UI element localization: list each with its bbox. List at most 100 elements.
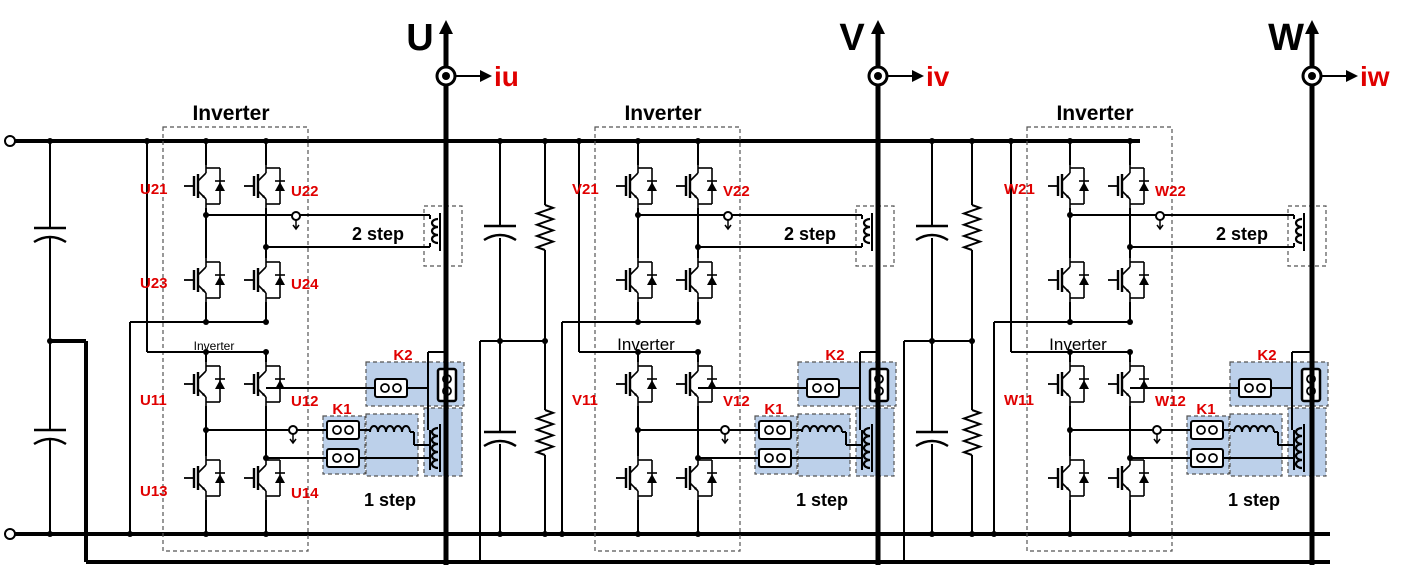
bank-capacitor [915, 430, 949, 448]
switch-label: U21 [140, 181, 168, 198]
inverter-label: Inverter [624, 102, 701, 125]
junction-dot [1067, 531, 1073, 537]
relay-k2 [806, 378, 840, 398]
bank-resistor [533, 204, 557, 251]
current-sensor-icon [1155, 211, 1165, 231]
junction-dot [497, 138, 503, 144]
relay-k1-b [1190, 448, 1224, 468]
current-sensor-icon [1152, 425, 1162, 445]
bank-resistor [533, 409, 557, 456]
junction-dot [1067, 138, 1073, 144]
igbt-switch [182, 454, 227, 502]
phase-name: V [839, 17, 865, 59]
igbt-switch [242, 360, 287, 408]
igbt-switch [242, 454, 287, 502]
relay-k1-a [1190, 420, 1224, 440]
relay-k2-label: K2 [825, 347, 844, 364]
inverter-enclosure [162, 126, 309, 552]
rc-bank-vw [903, 138, 984, 562]
igbt-switch [674, 162, 719, 210]
switch-label: U13 [140, 483, 168, 500]
switch-label: V12 [723, 393, 750, 410]
step1-label: 1 step [364, 490, 416, 510]
current-arrow-icon [480, 70, 492, 82]
igbt-switch [614, 360, 659, 408]
junction-dot [695, 138, 701, 144]
junction-dot [635, 531, 641, 537]
step2-primary-coil [862, 217, 871, 245]
igbt-switch [674, 360, 719, 408]
junction-dot [1127, 349, 1133, 355]
step2-label: 2 step [1216, 224, 1268, 244]
inverter-enclosure [594, 126, 741, 552]
relay-k1-b [758, 448, 792, 468]
phase-current-label: iw [1360, 61, 1390, 92]
step1-primary-coil [862, 426, 871, 470]
switch-label: W12 [1155, 393, 1186, 410]
step2-label: 2 step [784, 224, 836, 244]
relay-k1-label: K1 [1196, 401, 1215, 418]
left-capacitor-bank [33, 138, 67, 537]
relay-k1-a [758, 420, 792, 440]
junction-dot [203, 349, 209, 355]
inverter-label: Inverter [1056, 102, 1133, 125]
junction-dot [1127, 319, 1133, 325]
junction-dot [203, 531, 209, 537]
relay-k2 [1238, 378, 1272, 398]
igbt-switch [1046, 454, 1091, 502]
rc-bank-uv [479, 138, 557, 562]
igbt-switch [182, 256, 227, 304]
switch-label: U23 [140, 275, 168, 292]
series-inductor [369, 425, 411, 433]
series-inductor [801, 425, 843, 433]
relay-k2-label: K2 [393, 347, 412, 364]
relay-k1-b [326, 448, 360, 468]
phase-current-label: iu [494, 61, 519, 92]
switch-label: U22 [291, 183, 319, 200]
switch-label: V11 [572, 392, 598, 409]
inductor-highlight [798, 414, 850, 476]
switch-label: W22 [1155, 183, 1186, 200]
phase-name: W [1268, 17, 1304, 59]
inductor-highlight [366, 414, 418, 476]
igbt-switch [1106, 256, 1151, 304]
igbt-switch [242, 256, 287, 304]
junction-dot [1008, 138, 1014, 144]
bank-resistor [960, 204, 984, 251]
switch-label: W21 [1004, 181, 1035, 198]
junction-dot [635, 349, 641, 355]
igbt-switch [1106, 162, 1151, 210]
inverter-label-small: Inverter [194, 339, 235, 353]
junction-dot [559, 531, 565, 537]
step1-primary-coil [430, 426, 439, 470]
step2-primary-coil [430, 217, 439, 245]
igbt-switch [674, 256, 719, 304]
relay-k2 [374, 378, 408, 398]
current-sensor-icon [291, 211, 301, 231]
step1-label: 1 step [1228, 490, 1280, 510]
bank-capacitor [483, 224, 517, 242]
junction-dot [635, 138, 641, 144]
phase-arrow-icon [871, 20, 885, 34]
phase-arrow-icon [1305, 20, 1319, 34]
current-arrow-icon [912, 70, 924, 82]
relay-k2-label: K2 [1257, 347, 1276, 364]
switch-label: V22 [723, 183, 750, 200]
bank-capacitor [915, 224, 949, 242]
current-sensor-icon [723, 211, 733, 231]
igbt-switch [614, 454, 659, 502]
phase-arrow-icon [439, 20, 453, 34]
junction-dot [497, 531, 503, 537]
switch-label: W11 [1004, 392, 1034, 409]
current-sensor-icon [288, 425, 298, 445]
current-arrow-icon [1346, 70, 1358, 82]
junction-dot [144, 138, 150, 144]
junction-dot [576, 138, 582, 144]
junction-dot [263, 138, 269, 144]
junction-dot [695, 319, 701, 325]
igbt-switch [674, 454, 719, 502]
igbt-switch [182, 360, 227, 408]
